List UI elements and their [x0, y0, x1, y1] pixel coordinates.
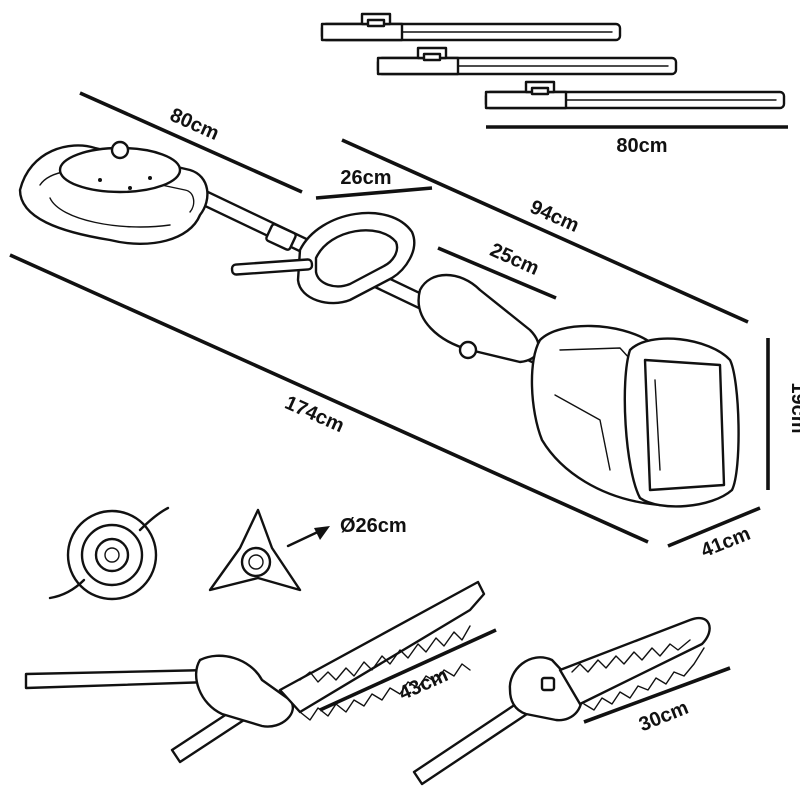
three-tooth-blade — [208, 508, 302, 592]
hedge-blade-dimension-line — [319, 628, 497, 712]
blade-diameter-label: Ø26cm — [340, 515, 407, 537]
extension-shaft-2 — [376, 46, 678, 76]
shaft-dimension-line — [79, 91, 303, 194]
total-length-dimension-label: 174cm — [282, 392, 348, 437]
handle-spacing-dimension-line — [315, 186, 433, 200]
height-dimension-label: 19cm — [787, 382, 800, 433]
chainsaw-bar-dimension-label: 30cm — [636, 697, 692, 737]
motor-section-dimension-line — [341, 138, 749, 324]
extension-shaft-3 — [484, 80, 786, 110]
blade-arrow-icon — [286, 526, 330, 548]
extension-shaft-1 — [320, 12, 622, 42]
width-dimension-line — [667, 506, 761, 548]
rear-grip-dimension-line — [437, 246, 557, 300]
total-length-dimension-line — [9, 253, 649, 544]
shaft-dimension-label: 80cm — [167, 104, 223, 145]
string-trimmer — [18, 140, 740, 508]
chainsaw-bar-dimension-line — [583, 666, 731, 724]
trimmer-spool-head — [48, 506, 170, 601]
motor-section-dimension-label: 94cm — [527, 196, 583, 237]
pole-saw-attachment — [412, 616, 711, 786]
handle-spacing-dimension-label: 26cm — [340, 167, 391, 189]
extension-shaft-dimension-label: 80cm — [616, 135, 667, 157]
hedge-trimmer-attachment — [24, 580, 486, 764]
